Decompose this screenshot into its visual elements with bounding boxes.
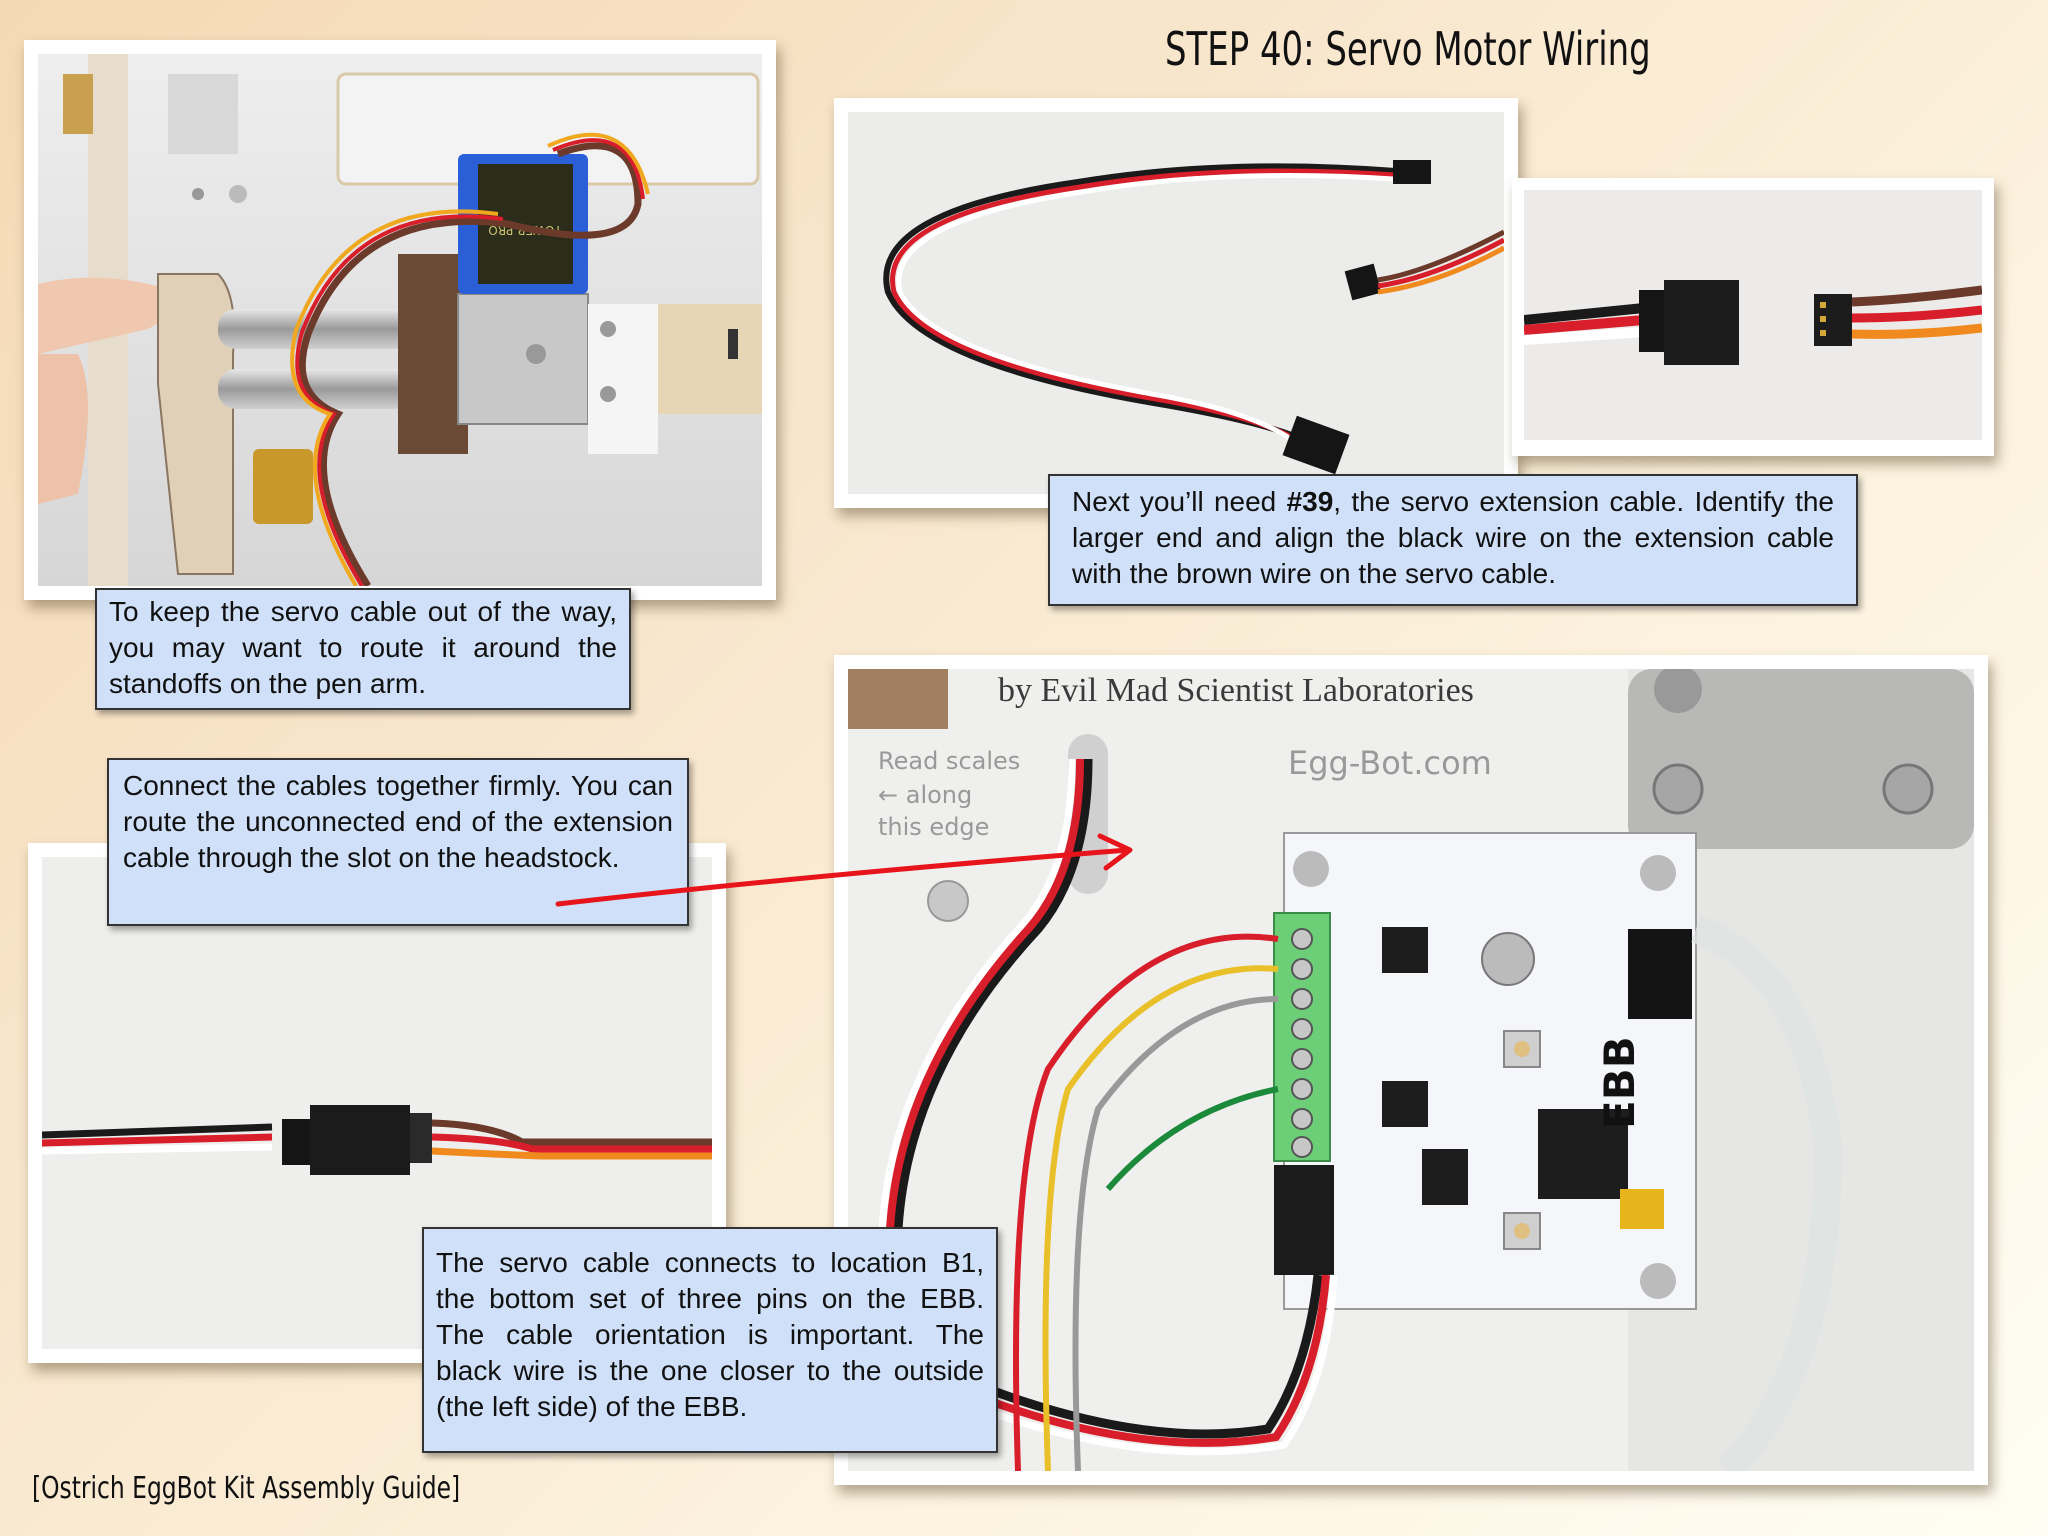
- engraving-scales-3: this edge: [878, 813, 989, 841]
- photo-connector-closeup: [1512, 178, 1994, 456]
- callout-extension-after: , the servo extension cable. Identify th…: [1072, 486, 1834, 589]
- photo-pen-arm: TOWER PRO: [24, 40, 776, 600]
- footer-guide-title: [Ostrich EggBot Kit Assembly Guide]: [32, 1471, 461, 1506]
- callout-extension-before: Next you’ll need: [1072, 486, 1287, 517]
- callout-connect-firmly: Connect the cables together firmly. You …: [107, 758, 689, 926]
- extension-cable-illustration: [848, 112, 1504, 494]
- servo-plug: [1814, 294, 1852, 346]
- callout-b1-text: The servo cable connects to location B1,…: [436, 1247, 984, 1422]
- engraving-site: Egg-Bot.com: [1288, 744, 1492, 782]
- pen-arm-illustration: TOWER PRO: [38, 54, 762, 586]
- callout-extension-cable: Next you’ll need #39, the servo extensio…: [1048, 474, 1858, 606]
- part-number: #39: [1286, 486, 1334, 517]
- connector-closeup-illustration: [1524, 190, 1982, 440]
- board-name: EBB: [1595, 1036, 1644, 1129]
- photo-ebb-board: by Evil Mad Scientist Laboratories Egg-B…: [834, 655, 1988, 1485]
- servo-male-plug: [1344, 263, 1382, 301]
- female-plug-small: [1393, 160, 1431, 184]
- microcontroller: [1538, 1109, 1628, 1199]
- engraving-brand: by Evil Mad Scientist Laboratories: [998, 672, 1474, 709]
- callout-b1-location: The servo cable connects to location B1,…: [422, 1227, 998, 1453]
- engraving-scales-1: Read scales: [878, 747, 1020, 775]
- extension-large-end: [1664, 280, 1739, 365]
- callout-route-text: To keep the servo cable out of the way, …: [109, 596, 617, 699]
- ebb-board-illustration: by Evil Mad Scientist Laboratories Egg-B…: [848, 669, 1974, 1471]
- engraving-scales-2: ← along: [878, 781, 972, 809]
- page-title: STEP 40: Servo Motor Wiring: [1165, 22, 1651, 76]
- female-plug-large: [1282, 415, 1350, 475]
- ebb-pcb: [1283, 832, 1697, 1310]
- callout-connect-text: Connect the cables together firmly. You …: [123, 770, 673, 873]
- photo-extension-cable: [834, 98, 1518, 508]
- header-b-pins: [1274, 1165, 1334, 1275]
- joined-connector: [310, 1105, 410, 1175]
- callout-route-around-standoffs: To keep the servo cable out of the way, …: [95, 588, 631, 710]
